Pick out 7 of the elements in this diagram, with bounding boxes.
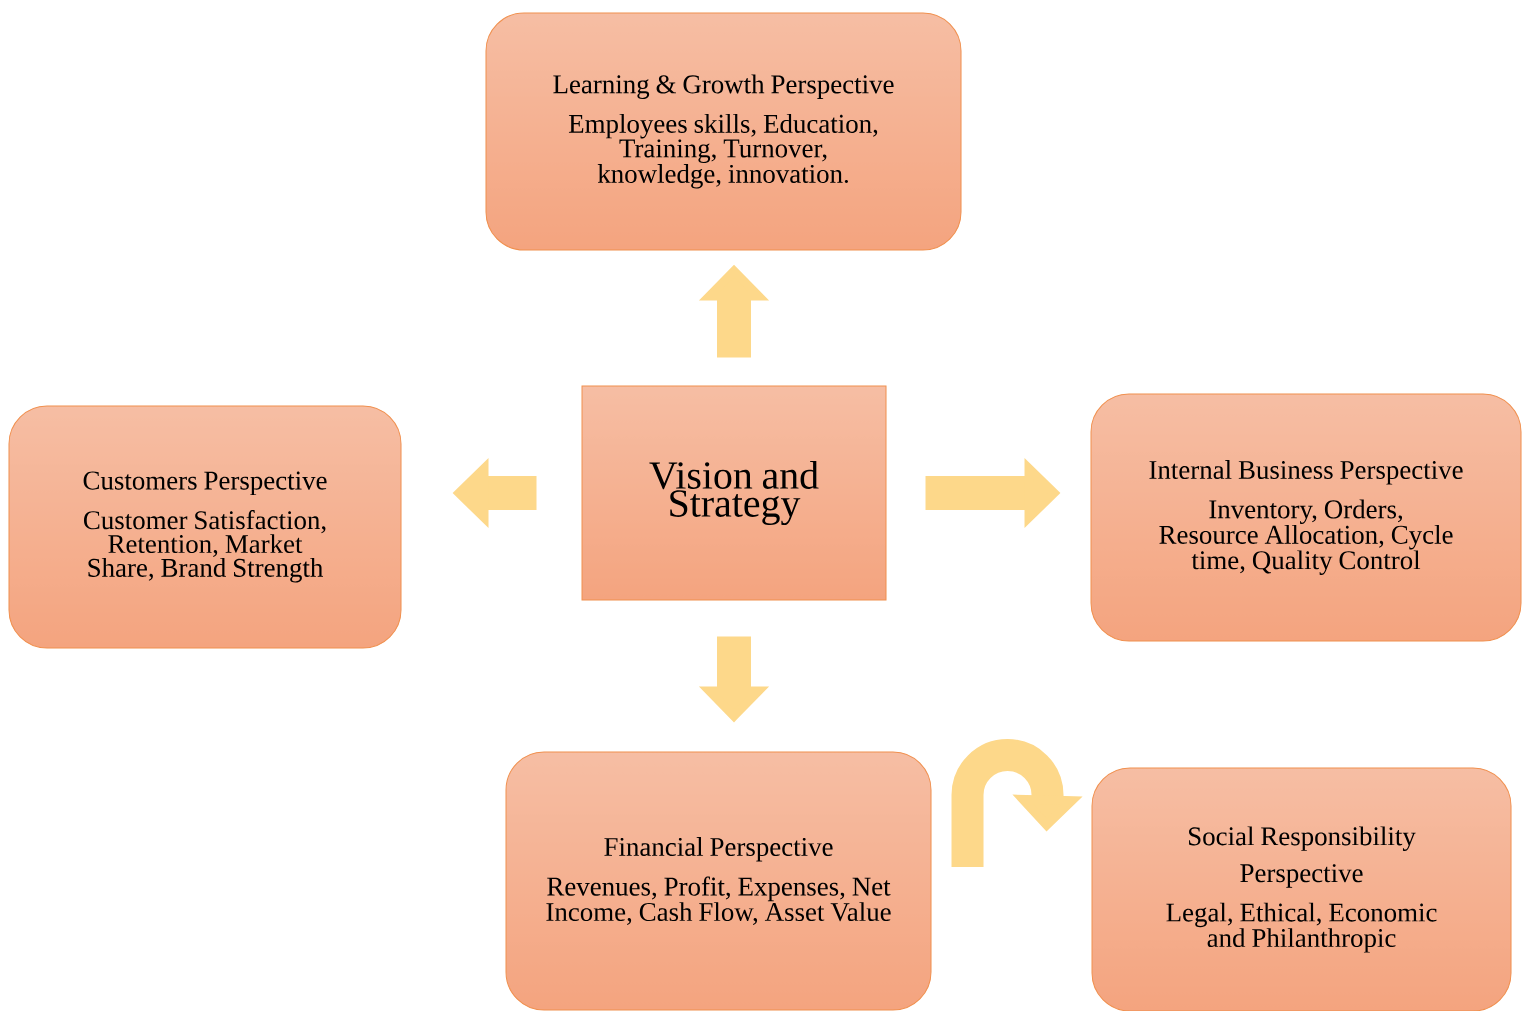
perspective-box: Internal Business Perspective Inventory, Orders, Resource Allocation, Cycle time, Quality Control bbox=[1090, 393, 1522, 642]
perspective-box: Learning & Growth Perspective Employees skills, Education, Training, Turnover, knowledge, innovation. bbox=[485, 12, 962, 251]
perspective-box: Social Responsibility Perspective Legal, Ethical, Economic and Philanthropic bbox=[1091, 767, 1512, 1011]
perspective-box: Customers Perspective Customer Satisfaction, Retention, Market Share, Brand Strength bbox=[8, 405, 402, 649]
perspective-box: Financial Perspective Revenues, Profit, Expenses, Net Income, Cash Flow, Asset Value bbox=[505, 751, 932, 1011]
vision-box: Vision and Strategy bbox=[581, 385, 887, 601]
u-turn-arrow bbox=[951, 739, 1083, 867]
